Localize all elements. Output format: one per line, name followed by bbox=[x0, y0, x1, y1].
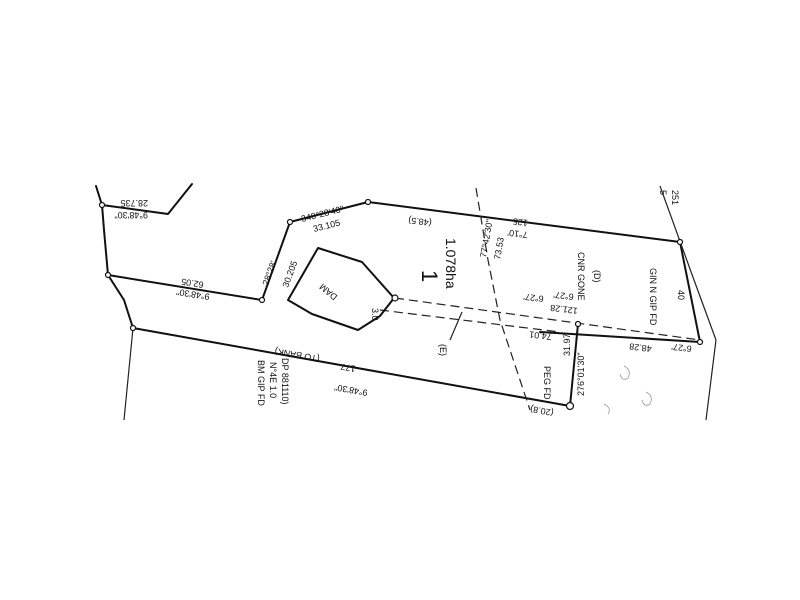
boundary-lines bbox=[95, 183, 717, 421]
dash-upper bbox=[394, 297, 701, 341]
point bbox=[98, 201, 106, 209]
point bbox=[129, 324, 137, 332]
left-note-2: N°4E 1.0 bbox=[268, 362, 278, 398]
edge-a-label: 5 bbox=[658, 190, 668, 195]
peg-bearing-label: 276°01'30" bbox=[576, 352, 586, 396]
bottom-distance-label: 177 bbox=[340, 361, 357, 373]
left-line bbox=[107, 274, 263, 301]
survey-points bbox=[98, 198, 704, 411]
dam-depth-label: 3.0 bbox=[370, 308, 380, 321]
far-right-edge bbox=[659, 185, 717, 341]
corner-c-label: 6°27' bbox=[553, 290, 575, 302]
peg-fd-label: PEG FD bbox=[542, 366, 552, 400]
point bbox=[391, 294, 399, 302]
left-distance-label: 62.05 bbox=[180, 276, 204, 289]
top-left-line bbox=[101, 183, 193, 215]
bottom-right-dist-label: (20.8) bbox=[529, 404, 554, 418]
point bbox=[286, 218, 294, 226]
lower-left-edge bbox=[123, 327, 134, 421]
lot-area: 1.078ha bbox=[443, 238, 459, 289]
bottom-line bbox=[132, 327, 571, 407]
top-right-dist-a-label: (48.5) bbox=[408, 215, 433, 228]
top-right-dist-c-label: 7°10' bbox=[507, 228, 529, 240]
lot-number: 1 bbox=[417, 270, 442, 282]
reg-label: (D) bbox=[592, 270, 602, 283]
top-long-line bbox=[367, 201, 681, 243]
dam-label: DAM bbox=[318, 282, 340, 303]
faint-mark bbox=[603, 403, 610, 415]
point bbox=[696, 338, 704, 346]
easement-lines bbox=[379, 187, 701, 411]
point bbox=[565, 401, 575, 411]
right-vertical-label: 40 bbox=[676, 290, 686, 300]
corner-a-label: 6°27' bbox=[523, 292, 545, 304]
point bbox=[676, 238, 684, 246]
right-bearing-label: 6°27' bbox=[671, 342, 693, 354]
faint-marks bbox=[603, 365, 652, 415]
diag-bearing-label: 28°28' bbox=[260, 259, 278, 286]
dash-vertical bbox=[475, 187, 531, 411]
right-line bbox=[679, 241, 701, 343]
easement-label: (E) bbox=[438, 344, 448, 356]
point bbox=[364, 198, 372, 206]
far-right-edge-2 bbox=[705, 339, 717, 421]
top-left-distance-label: 28.735 bbox=[120, 198, 148, 208]
peg-dist-label: 31.97 bbox=[562, 333, 572, 356]
dash-distance-label: 73.53 bbox=[492, 236, 506, 260]
dam-outline bbox=[287, 247, 395, 331]
easement-pointer bbox=[449, 311, 463, 341]
top-left-bearing-label: 9°48'30" bbox=[114, 210, 148, 220]
top-short-line bbox=[289, 201, 369, 223]
edge-b-label: 251 bbox=[670, 190, 680, 205]
left-note-3: DP 881110) bbox=[280, 358, 290, 405]
point bbox=[574, 320, 582, 328]
dash-bearing-label: 77°42'30" bbox=[478, 219, 495, 259]
faint-mark bbox=[619, 365, 630, 380]
point bbox=[258, 296, 266, 304]
left-note-1: BM GIP FD bbox=[256, 360, 266, 406]
point bbox=[104, 271, 112, 279]
left-edge bbox=[95, 185, 134, 329]
bottom-right-line bbox=[539, 331, 701, 343]
top-right-dist-b-label: 125 bbox=[512, 216, 528, 228]
gin-label: GIN N GIP FD bbox=[648, 268, 658, 326]
faint-mark bbox=[641, 391, 652, 406]
cnr-gone-label: CNR GONE bbox=[576, 252, 586, 301]
corner-d-label: 74.01 bbox=[529, 329, 553, 342]
corner-b-label: 121.28 bbox=[550, 303, 579, 316]
right-distance-label: 48.28 bbox=[629, 341, 653, 354]
peg-line bbox=[569, 323, 579, 407]
diag-line bbox=[261, 221, 291, 301]
dash-lower bbox=[379, 309, 561, 333]
bottom-bearing-label: 9°48'30" bbox=[334, 382, 369, 398]
